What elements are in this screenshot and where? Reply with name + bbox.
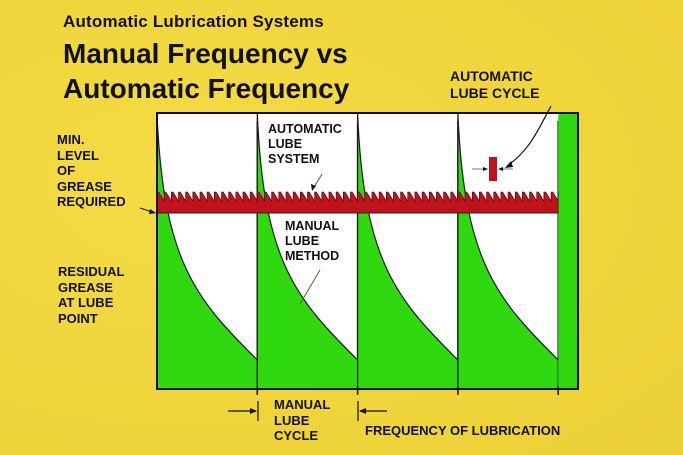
label-line: GREASE [57,178,112,194]
label-line: AT LUBE [58,295,114,310]
label-line: LEVEL [57,147,99,163]
label-line: GREASE [58,279,113,295]
label-manual-lube-method: MANUAL LUBE METHOD [285,219,339,264]
label-automatic-lube-cycle: AUTOMATIC LUBE CYCLE [450,68,539,102]
automatic-cycle-marker [489,157,497,181]
label-line: MANUAL [285,219,340,233]
label-line: LUBE [268,137,303,151]
label-line: AUTOMATIC [268,122,342,136]
subtitle: Automatic Lubrication Systems [63,12,324,31]
arrowhead-icon [498,167,503,171]
arrowhead-icon [505,161,513,168]
automatic-lube-band [156,191,559,214]
label-line: METHOD [285,249,340,263]
label-manual-lube-cycle: MANUAL LUBE CYCLE [274,397,330,444]
label-line: RESIDUAL [58,264,125,279]
label-line: CYCLE [274,428,319,443]
label-line: LUBE CYCLE [450,85,540,101]
arrowhead-icon [483,167,488,171]
label-min-level: MIN. LEVEL OF GREASE REQUIRED [57,132,126,210]
title-line-1: Manual Frequency vs [63,38,348,69]
arrowhead-icon [250,408,257,414]
label-line: LUBE [274,412,310,428]
label-line: AUTOMATIC [450,68,533,84]
label-residual-grease: RESIDUAL GREASE AT LUBE POINT [58,264,124,326]
label-line: SYSTEM [268,152,320,166]
leader-line [299,269,321,305]
label-line: REQUIRED [57,194,126,209]
leader-line [506,105,552,167]
chart-frame [156,112,579,390]
residual-grease-strip [558,113,578,389]
arrowhead-icon [359,408,366,414]
label-line: MIN. [57,132,85,147]
label-line: POINT [58,310,98,326]
arrowhead-icon [149,209,156,214]
label-automatic-lube-system: AUTOMATIC LUBE SYSTEM [268,122,342,167]
title-line-2: Automatic Frequency [63,73,350,104]
label-line: MANUAL [274,397,331,412]
label-line: OF [57,163,76,178]
x-axis-label: FREQUENCY OF LUBRICATION [365,423,561,438]
label-line: LUBE [285,234,320,248]
arrowhead-icon [311,184,316,191]
